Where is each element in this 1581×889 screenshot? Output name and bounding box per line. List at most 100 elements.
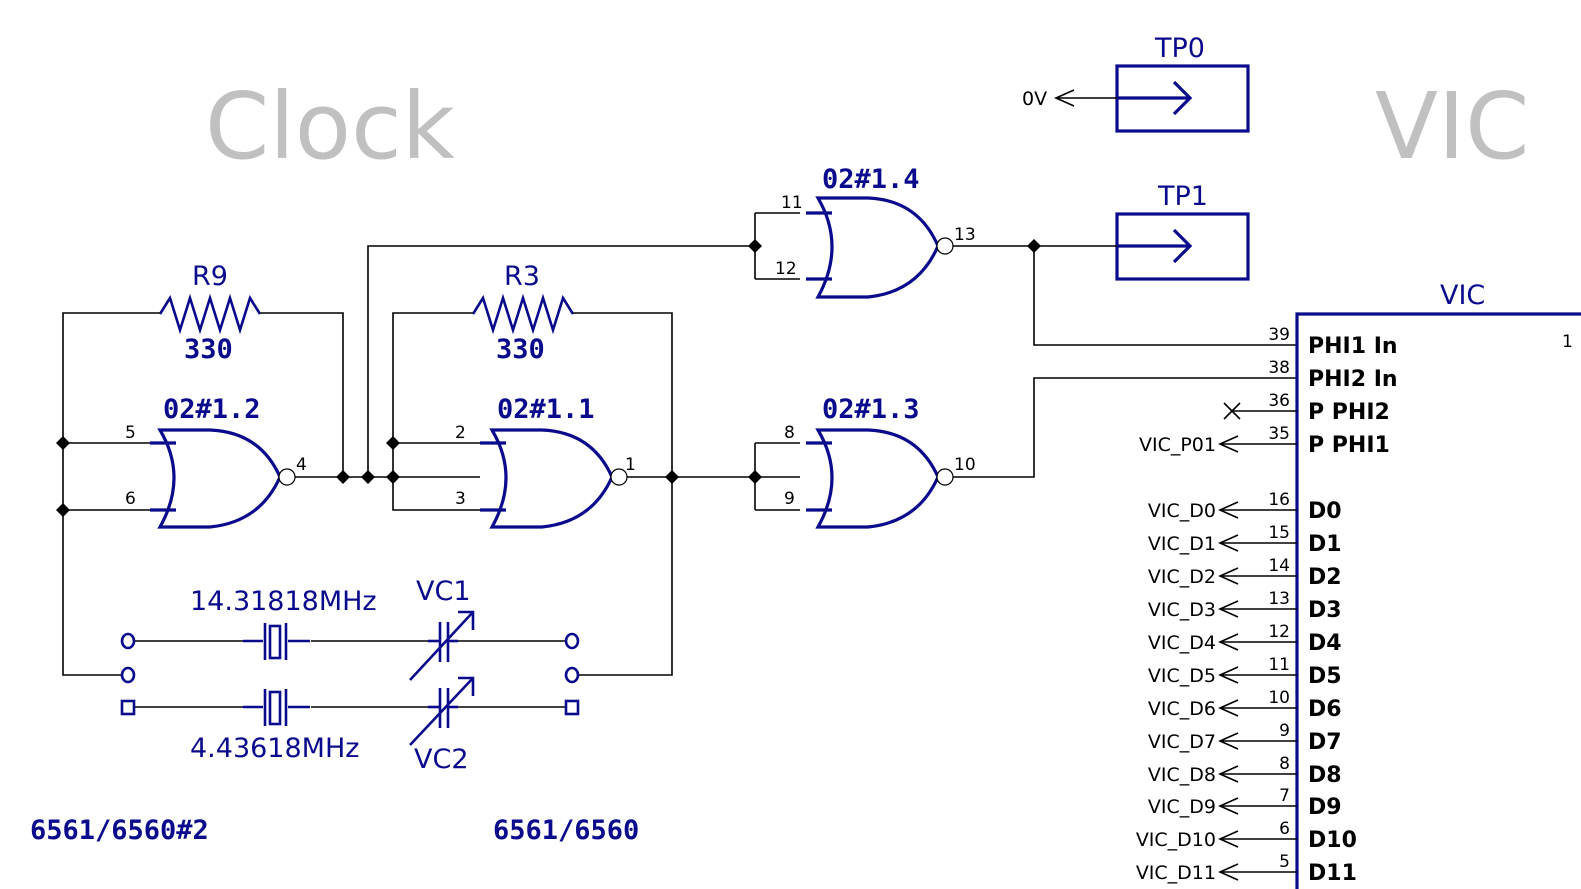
vic-pin-row[interactable]: 16 D0 VIC_D0: [1148, 490, 1342, 524]
wires: [62, 212, 1297, 708]
trimmer-ref: VC1: [416, 576, 471, 607]
vic-pin-name: D11: [1308, 861, 1357, 886]
inverter-bubble-icon: [936, 468, 954, 486]
vic-pin-name: D3: [1308, 598, 1342, 623]
vic-net-label: VIC_D3: [1148, 599, 1216, 621]
resistor-r3[interactable]: R3 330: [471, 261, 575, 365]
vic-body: [1295, 312, 1581, 889]
tp0-arrow-icon: [1172, 80, 1193, 116]
gate-ref: 02#1.2: [163, 394, 261, 425]
net-arrow-icon: [1218, 699, 1239, 717]
vic-pin-number: 11: [1268, 655, 1290, 675]
vic-pin-name: D0: [1308, 499, 1342, 524]
r9-value: 330: [184, 334, 233, 365]
junction-dot: [748, 470, 762, 484]
net-arrow-icon: [1218, 435, 1239, 453]
jumper-label-left: 6561/6560#2: [30, 815, 209, 846]
pin-label: 2: [455, 423, 466, 443]
jumper-left[interactable]: [120, 632, 136, 716]
vic-pin-number: 16: [1268, 490, 1290, 510]
gate-ref: 02#1.1: [497, 394, 595, 425]
vic-net-label: VIC_D5: [1148, 665, 1216, 687]
r3-value: 330: [496, 334, 545, 365]
trimmer-vc1[interactable]: VC1: [409, 576, 475, 681]
vic-pin-name: D8: [1308, 763, 1342, 788]
net-arrow-icon: [1218, 534, 1239, 552]
vic-pin-number: 8: [1279, 754, 1290, 774]
vic-pin-name: D7: [1308, 730, 1342, 755]
vic-net-label: VIC_D6: [1148, 698, 1216, 720]
junction-dot: [56, 503, 70, 517]
crystal-14mhz[interactable]: 14.31818MHz: [190, 586, 377, 660]
vic-pin-row[interactable]: 8 D8 VIC_D8: [1148, 754, 1342, 788]
net-arrow-icon: [1218, 501, 1239, 519]
vic-pin-name: PHI1 In: [1308, 334, 1398, 359]
junctions: [56, 239, 1041, 517]
pad-square-icon: [120, 699, 136, 716]
net-arrow-icon: [1218, 732, 1239, 750]
junction-dot: [1027, 239, 1041, 253]
vic-net-label: VIC_D8: [1148, 764, 1216, 786]
junction-dot: [386, 436, 400, 450]
vic-net-label: VIC_D10: [1136, 829, 1216, 851]
pad-round-icon: [564, 632, 580, 650]
vic-pin-name: D9: [1308, 795, 1342, 820]
net-arrow-icon: [1218, 633, 1239, 651]
crystal-icon: [243, 623, 311, 660]
test-point-tp1[interactable]: TP1: [1115, 181, 1250, 281]
vic-pin-name: D2: [1308, 565, 1342, 590]
vic-pin-row[interactable]: 11 D5 VIC_D5: [1148, 655, 1342, 689]
pin-label: 4: [296, 455, 307, 475]
vic-pin-number: 5: [1279, 852, 1290, 872]
pad-square-icon: [564, 699, 580, 716]
nor-gate-icon: [815, 196, 940, 299]
pin-label: 13: [954, 225, 976, 245]
pin-label: 3: [455, 489, 466, 509]
pin-label: 11: [781, 193, 803, 213]
vic-pin-cut: 1: [1562, 332, 1573, 352]
net-arrow-icon: [1218, 797, 1239, 815]
jumper-right[interactable]: [564, 632, 580, 716]
vic-pin-name: D5: [1308, 664, 1342, 689]
variable-capacitor-icon: [409, 676, 475, 746]
test-point-tp0[interactable]: TP0 0V: [1022, 33, 1250, 133]
vic-pin-name: D4: [1308, 631, 1342, 656]
vic-net-label: VIC_D0: [1148, 500, 1216, 522]
jumper-label-right: 6561/6560: [493, 815, 639, 846]
nor-gate-1-2[interactable]: 02#1.2 5 6 4: [125, 394, 307, 529]
vic-pin-number: 15: [1268, 523, 1290, 543]
nor-gate-icon: [815, 428, 940, 529]
pin-label: 5: [125, 423, 136, 443]
nor-gate-1-1[interactable]: 02#1.1 2 3 1: [455, 394, 636, 529]
crystal-value: 4.43618MHz: [190, 733, 359, 764]
inverter-bubble-icon: [610, 468, 628, 486]
vic-pin-number: 36: [1268, 391, 1290, 411]
junction-dot: [665, 470, 679, 484]
trimmer-vc2[interactable]: VC2: [409, 676, 475, 775]
nor-gate-1-3[interactable]: 02#1.3 8 9 10: [784, 394, 976, 529]
tp1-ref: TP1: [1157, 181, 1208, 212]
vic-pin-number: 9: [1279, 721, 1290, 741]
nor-gate-1-4[interactable]: 02#1.4 11 12 13: [775, 164, 976, 299]
vic-pin-name: P PHI1: [1308, 433, 1390, 458]
resistor-r9[interactable]: R9 330: [158, 261, 262, 365]
crystal-4mhz[interactable]: 4.43618MHz: [190, 689, 359, 764]
pin-label: 9: [784, 489, 795, 509]
section-title-clock: Clock: [205, 73, 456, 180]
